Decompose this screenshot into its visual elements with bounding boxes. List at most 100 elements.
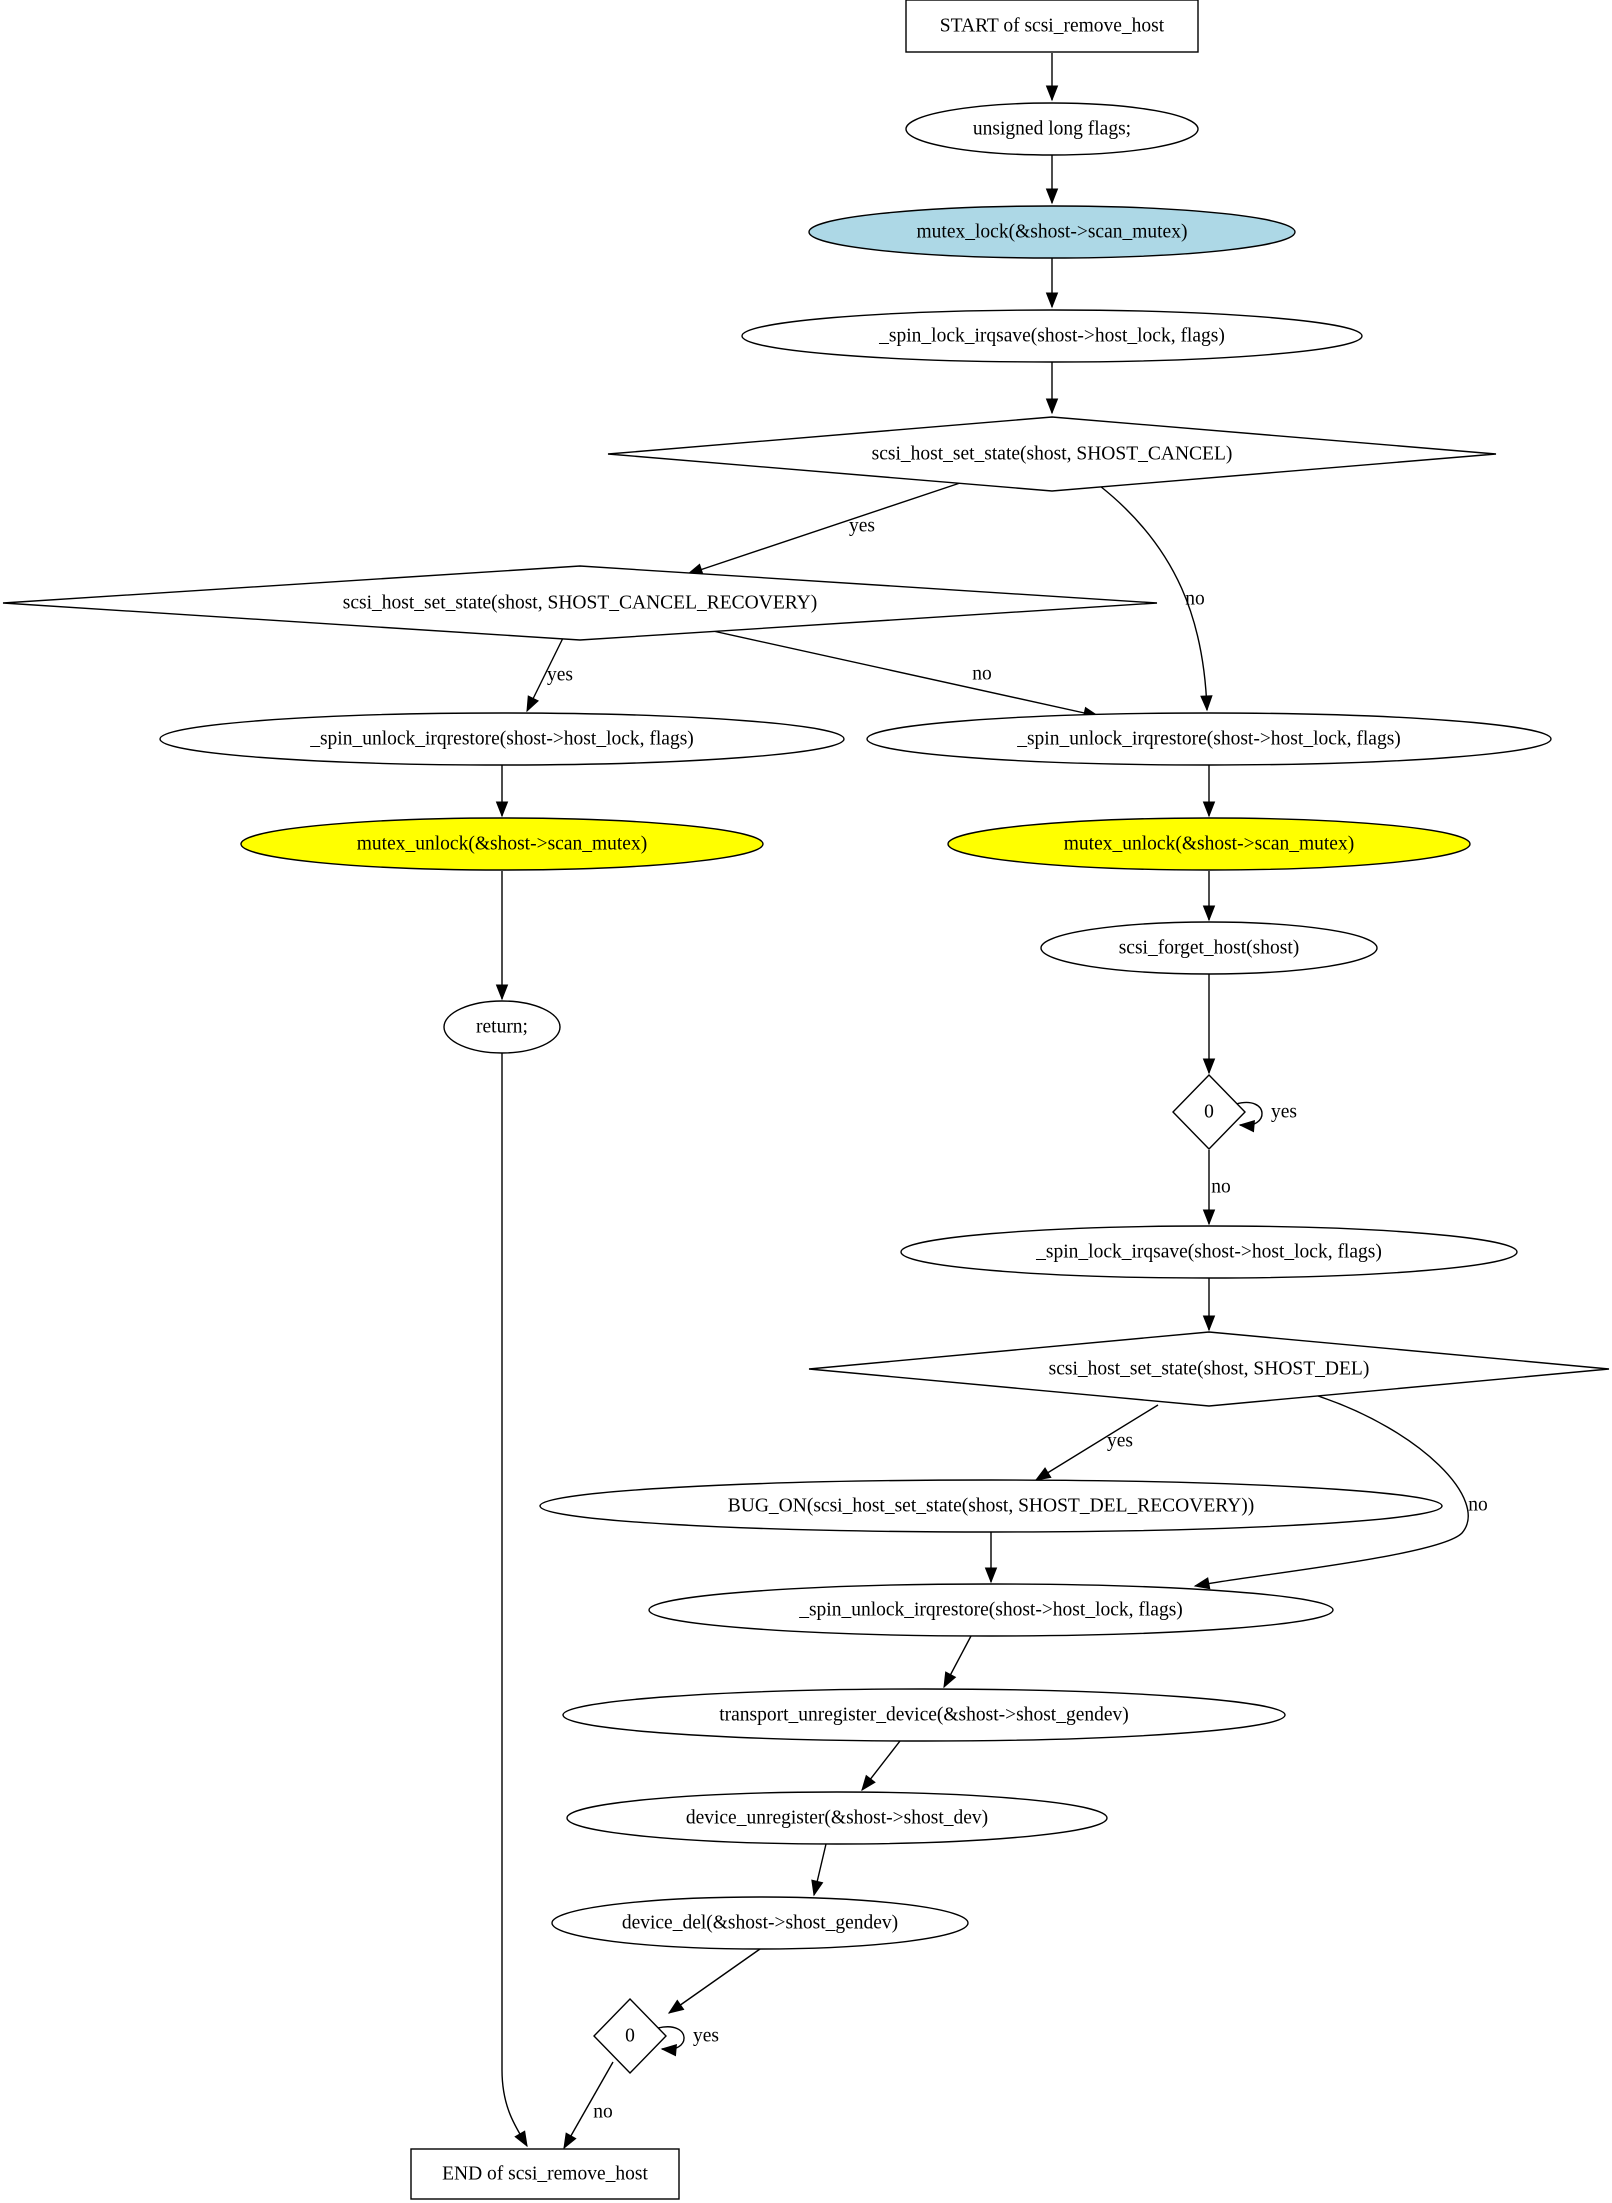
arrowhead (526, 695, 540, 713)
arrowhead (495, 801, 509, 818)
node-label: _spin_lock_irqsave(shost->host_lock, fla… (1035, 1241, 1382, 1262)
node-label: _spin_unlock_irqrestore(shost->host_lock… (309, 728, 694, 749)
node-zero1: 0 (1172, 1073, 1246, 1151)
node-cond1: scsi_host_set_state(shost, SHOST_CANCEL) (607, 416, 1497, 492)
arrowhead (1202, 1209, 1216, 1226)
node-spin1: _spin_lock_irqsave(shost->host_lock, fla… (741, 309, 1363, 363)
arrowhead (861, 1774, 876, 1792)
edge-ret-to-end (501, 1053, 528, 2148)
edge-lock-to-spin1 (1045, 258, 1059, 309)
edge-forget-to-zero1 (1202, 974, 1216, 1075)
node-label: _spin_lock_irqsave(shost->host_lock, fla… (878, 325, 1225, 346)
arrowhead (1045, 188, 1059, 205)
node-cond3: scsi_host_set_state(shost, SHOST_DEL) (808, 1331, 1610, 1407)
ellipse-shape (900, 1225, 1518, 1279)
arrowhead (1202, 1058, 1216, 1075)
edge-label-yes: yes (1271, 1101, 1297, 1122)
node-start: START of scsi_remove_host (905, 0, 1199, 53)
node-label: mutex_lock(&shost->scan_mutex) (917, 221, 1188, 242)
node-label: 0 (1204, 1101, 1214, 1122)
edge-line (1099, 485, 1208, 711)
edge-label-yes: yes (693, 2025, 719, 2046)
box-shape (905, 0, 1199, 53)
edge-cond1-to-unlockR: no (1099, 485, 1213, 712)
edge-spin2-to-cond3 (1202, 1278, 1216, 1332)
arrowhead (1202, 905, 1216, 922)
edge-line (668, 1948, 761, 2014)
arrowhead (1045, 292, 1059, 309)
edge-mutexR-to-forget (1202, 871, 1216, 922)
node-label: scsi_forget_host(shost) (1119, 937, 1300, 958)
edge-start-to-flags (1045, 53, 1059, 102)
node-label: 0 (625, 2025, 635, 2046)
node-label: return; (476, 1016, 528, 1037)
edge-cond1-to-cond2: yes (686, 482, 961, 576)
arrowhead (1034, 1467, 1052, 1481)
arrowhead (660, 2044, 677, 2057)
node-zero2: 0 (593, 1997, 667, 2075)
node-label: BUG_ON(scsi_host_set_state(shost, SHOST_… (728, 1495, 1255, 1516)
edge-devdel-to-zero2 (667, 1948, 761, 2014)
node-label: scsi_host_set_state(shost, SHOST_DEL) (1049, 1358, 1370, 1379)
arrowhead (514, 2130, 528, 2148)
node-label: mutex_unlock(&shost->scan_mutex) (357, 833, 647, 854)
edge-label-no: no (972, 663, 992, 684)
node-unlock3: _spin_unlock_irqrestore(shost->host_lock… (648, 1583, 1334, 1637)
diamond-shape (593, 1997, 667, 2075)
ellipse-shape (443, 1000, 561, 1054)
diamond-shape (808, 1331, 1610, 1407)
edge-line (563, 2061, 614, 2149)
node-label: scsi_host_set_state(shost, SHOST_CANCEL_… (343, 592, 818, 613)
edge-cond3-to-unlock3: no (1193, 1395, 1488, 1590)
edge-zero1-to-spin2: no (1202, 1150, 1231, 1226)
node-lock: mutex_lock(&shost->scan_mutex) (808, 205, 1296, 259)
arrowhead (1193, 1577, 1211, 1590)
edge-zero1-to-zero1: yes (1235, 1101, 1297, 1133)
ellipse-shape (1040, 921, 1378, 975)
edge-line (712, 630, 1099, 717)
edge-cond2-to-unlockL: yes (526, 637, 573, 713)
edge-label-no: no (593, 2101, 613, 2122)
edge-unlockL-to-mutexL (495, 765, 509, 818)
node-spin2: _spin_lock_irqsave(shost->host_lock, fla… (900, 1225, 1518, 1279)
edge-line (1035, 1404, 1159, 1481)
node-cond2: scsi_host_set_state(shost, SHOST_CANCEL_… (2, 565, 1158, 641)
edge-zero2-to-zero2: yes (657, 2025, 719, 2057)
node-label: transport_unregister_device(&shost->shos… (719, 1704, 1129, 1725)
diamond-shape (2, 565, 1158, 641)
node-transport: transport_unregister_device(&shost->shos… (562, 1688, 1286, 1742)
node-label: device_del(&shost->shost_gendev) (622, 1912, 898, 1933)
edge-line (1194, 1395, 1469, 1587)
edge-unlockR-to-mutexR (1202, 765, 1216, 818)
edge-cond3-to-bug: yes (1034, 1404, 1159, 1481)
node-flags: unsigned long flags; (905, 102, 1199, 156)
node-label: _spin_unlock_irqrestore(shost->host_lock… (1016, 728, 1401, 749)
arrowhead (811, 1879, 824, 1897)
edge-label-no: no (1211, 1176, 1231, 1197)
ellipse-shape (159, 712, 845, 766)
arrowhead (1200, 695, 1213, 712)
node-label: unsigned long flags; (973, 118, 1131, 139)
edge-label-yes: yes (1107, 1430, 1133, 1451)
ellipse-shape (562, 1688, 1286, 1742)
diamond-shape (1172, 1073, 1246, 1151)
edge-cond2-to-unlockR: no (712, 630, 1100, 719)
edge-spin1-to-cond1 (1045, 362, 1059, 415)
node-end: END of scsi_remove_host (410, 2148, 680, 2200)
edge-label-yes: yes (849, 515, 875, 536)
edge-zero2-to-end: no (563, 2061, 614, 2150)
node-forget: scsi_forget_host(shost) (1040, 921, 1378, 975)
node-label: _spin_unlock_irqrestore(shost->host_lock… (798, 1599, 1183, 1620)
arrowhead (1238, 1119, 1255, 1133)
ellipse-shape (551, 1896, 969, 1950)
edge-transport-to-devunreg (861, 1740, 901, 1792)
edge-flags-to-lock (1045, 155, 1059, 205)
node-mutexR: mutex_unlock(&shost->scan_mutex) (947, 817, 1471, 871)
arrowhead (563, 2132, 577, 2150)
edge-unlock3-to-transport (943, 1635, 972, 1689)
arrowhead (1045, 85, 1059, 102)
edge-label-no: no (1185, 588, 1205, 609)
ellipse-shape (648, 1583, 1334, 1637)
arrowhead (1202, 1315, 1216, 1332)
